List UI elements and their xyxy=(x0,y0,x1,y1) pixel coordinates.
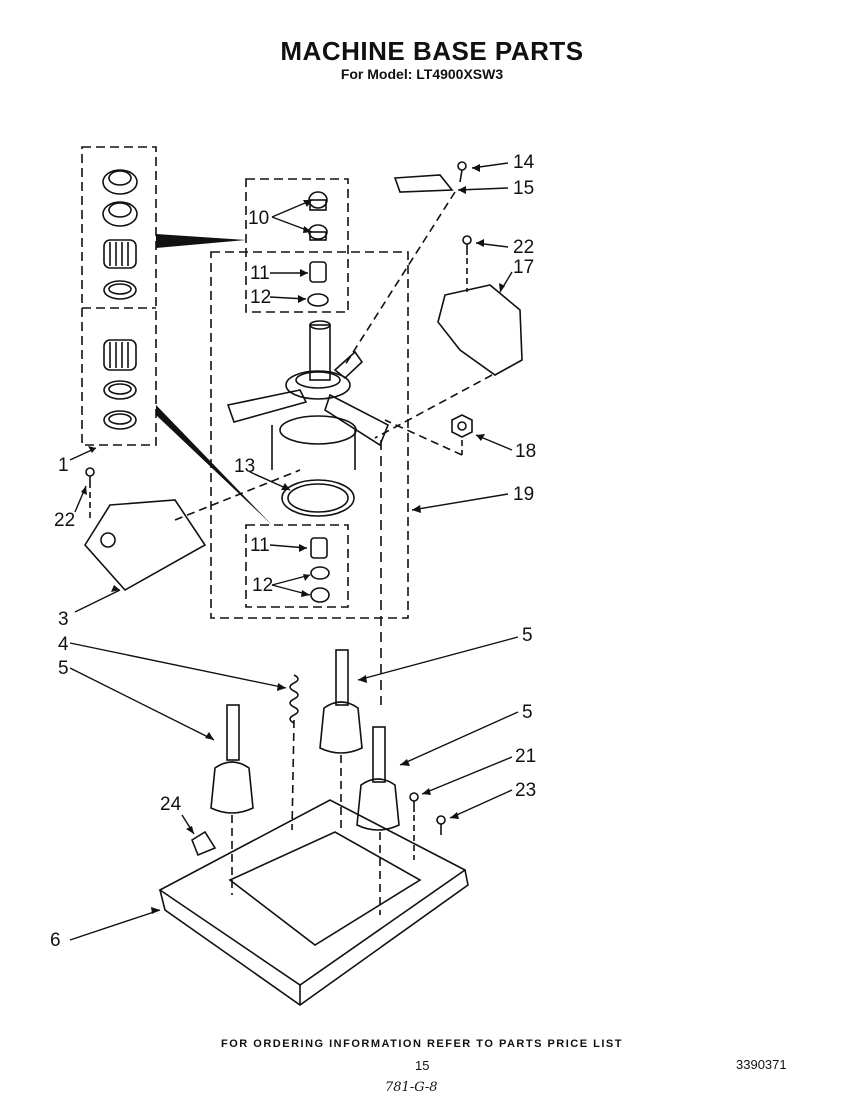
page-title: MACHINE BASE PARTS xyxy=(280,36,584,66)
seal-ring xyxy=(281,479,355,517)
callout-1: 1 xyxy=(58,455,69,476)
damper-right xyxy=(356,726,400,915)
callout-12-bottom: 12 xyxy=(252,575,273,596)
gearcase-spider xyxy=(226,320,390,470)
page-number: 15 xyxy=(415,1058,430,1073)
callout-11-top: 11 xyxy=(250,263,270,284)
callout-21: 21 xyxy=(515,746,536,767)
callout-3: 3 xyxy=(58,609,69,630)
ordering-info-footer: FOR ORDERING INFORMATION REFER TO PARTS … xyxy=(221,1038,623,1050)
callout-23: 23 xyxy=(515,780,536,801)
gearcase-assembly-box xyxy=(210,251,409,619)
lower-bearing-box xyxy=(245,524,349,608)
callout-17: 17 xyxy=(513,257,534,278)
spring-4 xyxy=(289,674,299,831)
callout-11-bottom: 11 xyxy=(250,535,270,556)
model-subtitle: For Model: LT4900XSW3 xyxy=(340,66,504,82)
callout-6: 6 xyxy=(50,930,61,951)
upper-bearing-box xyxy=(245,178,349,313)
document-number: 3390371 xyxy=(736,1057,787,1072)
shield-3 xyxy=(84,467,301,592)
callout-24: 24 xyxy=(160,794,182,815)
cover-plate-17 xyxy=(374,235,523,439)
handwritten-note: 781-G-8 xyxy=(385,1080,438,1095)
callout-22-top: 22 xyxy=(513,237,534,258)
callout-22-left: 22 xyxy=(54,510,75,531)
callout-5-upper: 5 xyxy=(522,625,533,646)
damper-middle xyxy=(319,649,363,830)
clip-24 xyxy=(191,830,217,857)
callout-5-left: 5 xyxy=(58,658,69,679)
callout-19: 19 xyxy=(513,484,534,505)
callout-4: 4 xyxy=(58,634,69,655)
callout-12-top: 12 xyxy=(250,287,271,308)
callout-5-right: 5 xyxy=(522,702,533,723)
bearing-kit-box xyxy=(81,146,157,446)
damper-left xyxy=(210,704,254,895)
nut-18 xyxy=(384,414,473,456)
callout-14: 14 xyxy=(513,152,535,173)
bracket-and-screw xyxy=(344,161,467,366)
callout-18: 18 xyxy=(515,441,536,462)
callout-15: 15 xyxy=(513,178,534,199)
machine-base-6 xyxy=(158,799,469,1006)
leader-lines xyxy=(69,162,519,941)
callout-13: 13 xyxy=(234,456,255,477)
callout-10: 10 xyxy=(248,208,269,229)
